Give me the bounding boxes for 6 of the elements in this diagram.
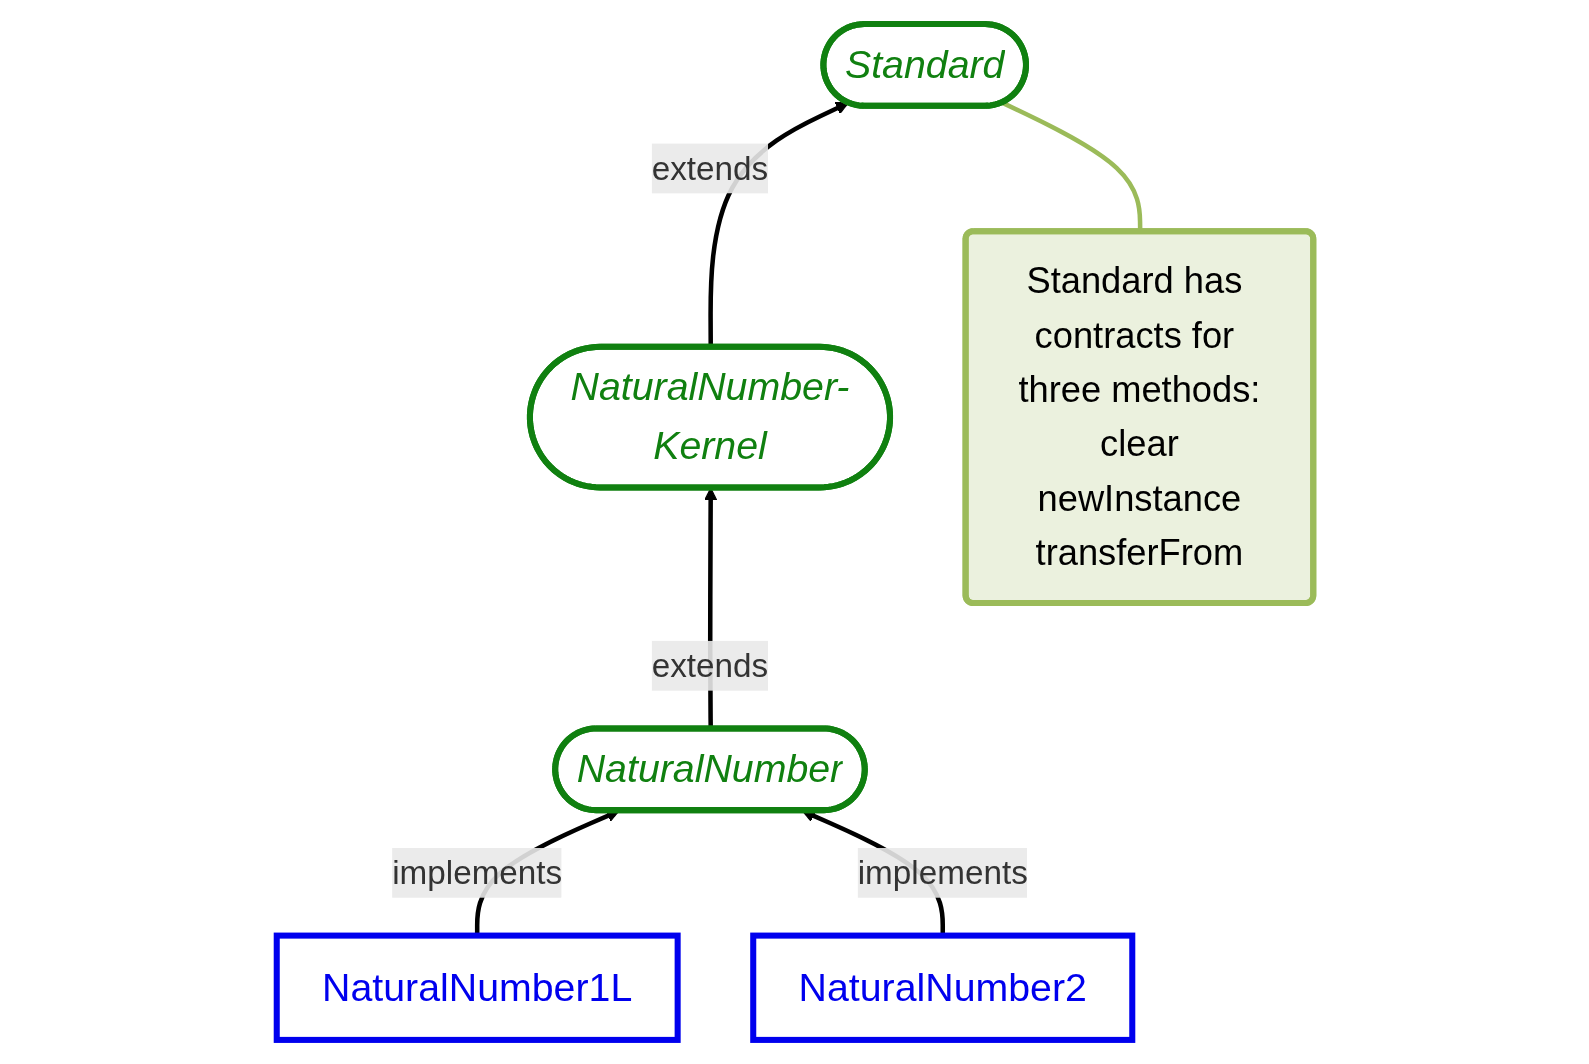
edge-label: extends [651,646,768,685]
edge-label: implements [391,853,562,892]
edge-label: implements [857,853,1028,892]
node-box: NaturalNumber2 [749,932,1135,1043]
edge-label: extends [651,149,768,188]
node-box: NaturalNumber1L [273,932,681,1043]
